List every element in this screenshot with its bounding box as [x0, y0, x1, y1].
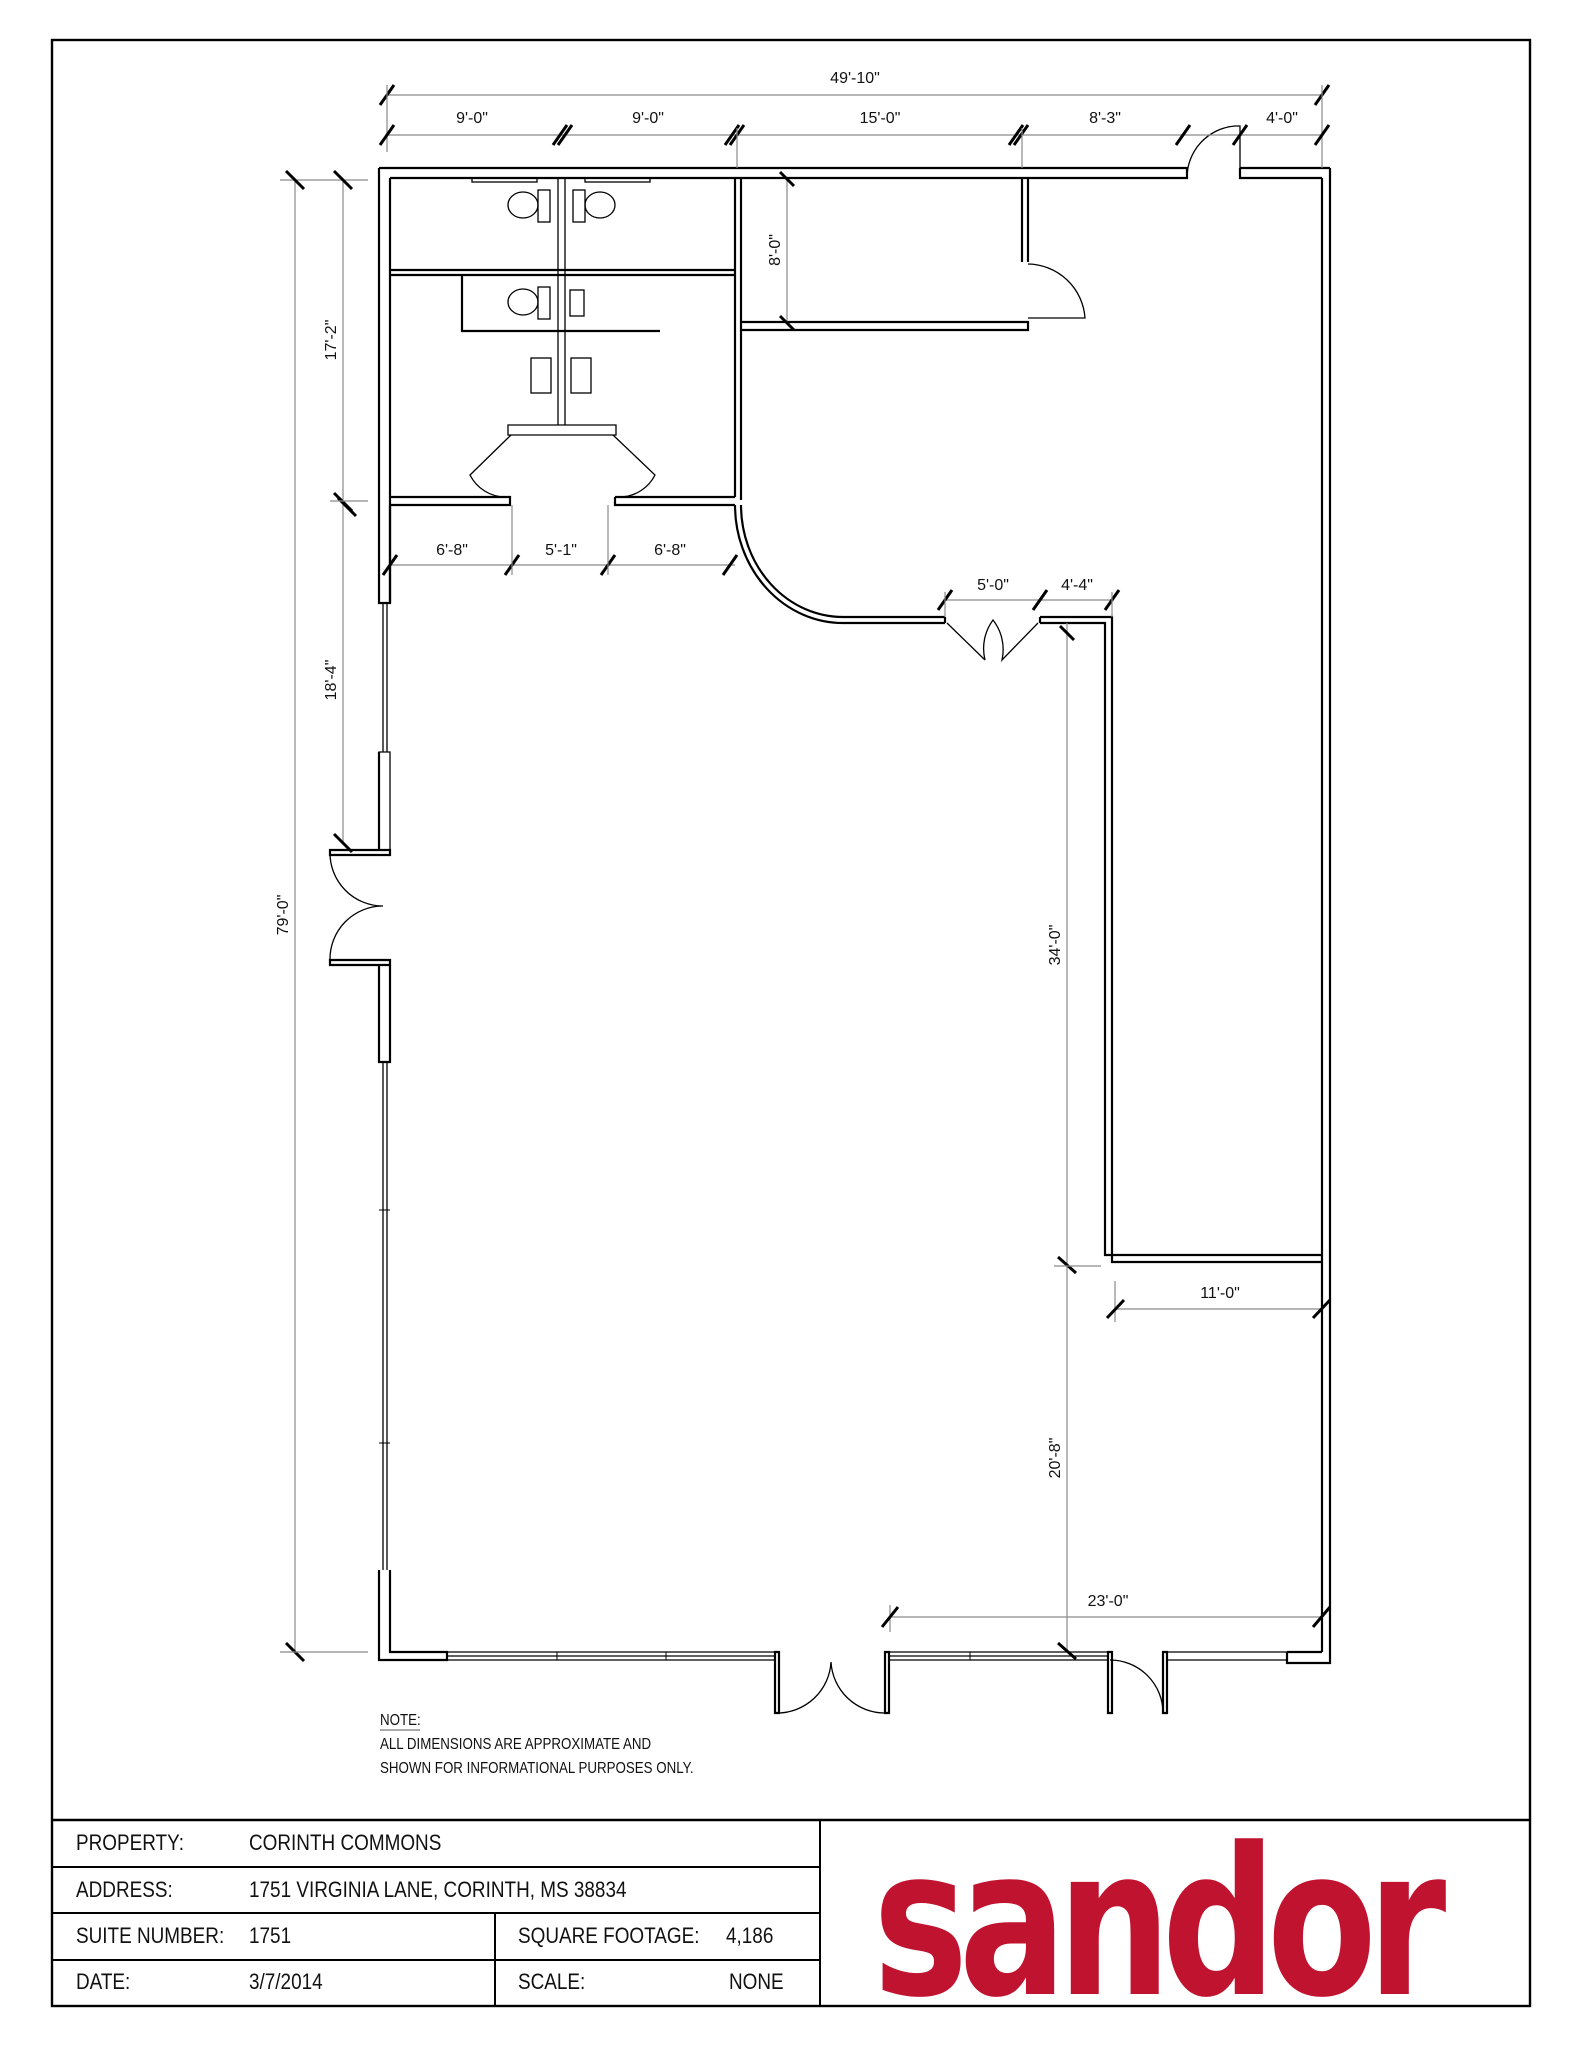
date-value: 3/7/2014 — [249, 1969, 323, 1994]
entry-door-top — [1186, 125, 1241, 179]
title-block-grid — [52, 1818, 1530, 2006]
dim-rear-depth: 20'-8" — [1047, 1438, 1064, 1479]
dim-seg-1: 9'-0" — [456, 110, 488, 127]
corridor-walls — [733, 504, 1322, 1264]
address-value: 1751 VIRGINIA LANE, CORINTH, MS 38834 — [249, 1877, 627, 1902]
dim-office-depth: 8'-0" — [767, 234, 784, 266]
scale-label: SCALE: — [518, 1969, 586, 1994]
dim-storage-width: 11'-0" — [1200, 1285, 1240, 1302]
dim-opening-3: 6'-8" — [654, 542, 686, 559]
dim-seg-4: 8'-3" — [1089, 110, 1121, 127]
sqft-label: SQUARE FOOTAGE: — [518, 1923, 700, 1948]
suite-label: SUITE NUMBER: — [76, 1923, 225, 1948]
dim-overall-width: 49'-10" — [830, 70, 880, 87]
dim-restroom-depth: 17'-2" — [323, 320, 340, 361]
note-heading: NOTE: — [380, 1712, 421, 1729]
property-label: PROPERTY: — [76, 1830, 184, 1855]
dim-door-width: 5'-0" — [977, 577, 1009, 594]
sandor-logo: sandor — [873, 1805, 1446, 2043]
dim-seg-2: 9'-0" — [632, 110, 664, 127]
exterior-walls — [328, 166, 1332, 1715]
sqft-value: 4,186 — [726, 1923, 774, 1948]
property-value: CORINTH COMMONS — [249, 1830, 442, 1855]
dim-overall-depth: 79'-0" — [275, 895, 292, 936]
dim-seg-3: 15'-0" — [860, 110, 901, 127]
note-line-1: ALL DIMENSIONS ARE APPROXIMATE AND — [380, 1736, 652, 1753]
dimension-labels: 49'-10" 9'-0" 9'-0" 15'-0" 8'-3" 4'-0" 1… — [275, 70, 1298, 1610]
note-line-2: SHOWN FOR INFORMATIONAL PURPOSES ONLY. — [380, 1760, 694, 1777]
dim-storage-depth: 34'-0" — [1047, 925, 1064, 966]
suite-value: 1751 — [249, 1923, 292, 1948]
restroom-core — [388, 177, 1086, 603]
dim-rear-width: 23'-0" — [1088, 1593, 1129, 1610]
address-label: ADDRESS: — [76, 1877, 173, 1902]
dim-side-wall: 4'-4" — [1061, 577, 1093, 594]
scale-value: NONE — [729, 1969, 784, 1994]
date-label: DATE: — [76, 1969, 131, 1994]
dim-seg-5: 4'-0" — [1266, 110, 1298, 127]
dimension-lines — [280, 84, 1332, 1663]
sheet-border — [50, 38, 1532, 2008]
dim-left-upper: 18'-4" — [323, 660, 340, 701]
dim-opening-2: 5'-1" — [545, 542, 577, 559]
dim-opening-1: 6'-8" — [436, 542, 468, 559]
